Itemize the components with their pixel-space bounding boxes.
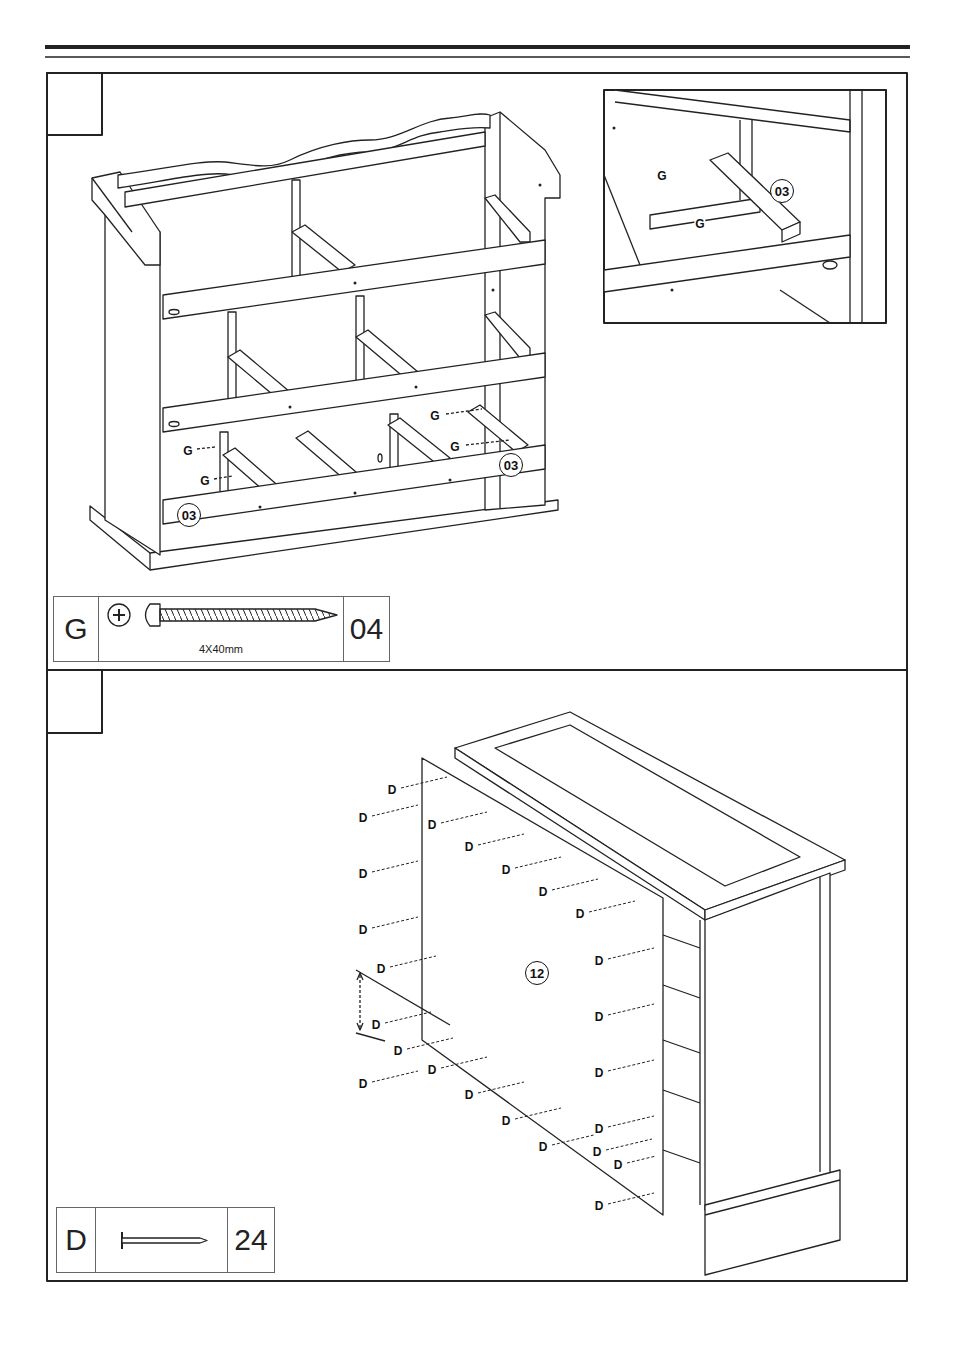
nail-icon xyxy=(122,1232,207,1249)
label-anchor: D xyxy=(613,1155,624,1173)
part-letter: D xyxy=(501,863,512,877)
detail-lines xyxy=(356,970,450,1041)
label-anchor: D xyxy=(358,920,369,938)
part-letter: D xyxy=(358,867,369,881)
hardware-code: G xyxy=(64,612,87,646)
part-letter: D xyxy=(594,1066,605,1080)
hardware-cell: D xyxy=(57,1208,95,1272)
part-letter: D xyxy=(427,1063,438,1077)
part-letter: D xyxy=(594,954,605,968)
label-anchor: D xyxy=(538,1137,549,1155)
label-anchor: D xyxy=(393,1041,404,1059)
hardware-code: 04 xyxy=(350,612,383,646)
screw-icon xyxy=(108,604,337,626)
label-anchor: D xyxy=(594,1196,605,1214)
label-anchor: D xyxy=(371,1015,382,1033)
label-anchor: D xyxy=(387,780,398,798)
label-anchor: D xyxy=(501,1111,512,1129)
hardware-box: D 24 xyxy=(56,1207,275,1273)
callout-text: 03 xyxy=(504,458,518,473)
label-anchor: G xyxy=(199,471,210,489)
part-letter: D xyxy=(594,1122,605,1136)
hardware-cell: 4X40mm xyxy=(98,597,344,661)
part-letter: D xyxy=(594,1199,605,1213)
label-anchor: G xyxy=(429,406,440,424)
label-anchor: D xyxy=(594,1007,605,1025)
hardware-cell: 04 xyxy=(344,597,389,661)
label-anchor: D xyxy=(575,904,586,922)
hardware-cell: 24 xyxy=(228,1208,274,1272)
label-anchor: D xyxy=(427,1060,438,1078)
part-letter: D xyxy=(613,1158,624,1172)
part-letter: D xyxy=(501,1114,512,1128)
part-letter: D xyxy=(358,923,369,937)
hardware-cell xyxy=(95,1208,228,1272)
callout-number: 03 xyxy=(770,179,794,203)
part-letter: G xyxy=(429,409,440,423)
hardware-cell: G xyxy=(54,597,98,661)
part-letter: D xyxy=(594,1010,605,1024)
label-anchor: D xyxy=(464,837,475,855)
part-letter: D xyxy=(464,1088,475,1102)
label-anchor: D xyxy=(594,951,605,969)
callout-number: 03 xyxy=(499,453,523,477)
label-anchor: D xyxy=(358,808,369,826)
hardware-code: D xyxy=(65,1223,87,1257)
hardware-code: 24 xyxy=(234,1223,267,1257)
label-anchor: D xyxy=(501,860,512,878)
callout-number: 12 xyxy=(525,961,549,985)
callout-number: 03 xyxy=(177,503,201,527)
step-number-box xyxy=(47,73,102,135)
callout-text: 12 xyxy=(530,966,544,981)
part-letter: D xyxy=(376,962,387,976)
cabinet-with-back xyxy=(422,712,845,1275)
label-anchor: D xyxy=(538,882,549,900)
part-letter: D xyxy=(358,811,369,825)
label-anchor: G xyxy=(449,437,460,455)
label-anchor: D xyxy=(594,1119,605,1137)
part-letter: G xyxy=(449,440,460,454)
nail-path xyxy=(372,777,656,1204)
hardware-size: 4X40mm xyxy=(199,643,243,655)
part-letter: D xyxy=(592,1145,603,1159)
hardware-box: G 4X40mm 04 xyxy=(53,596,390,662)
label-anchor: D xyxy=(376,959,387,977)
cabinet-frame xyxy=(90,112,560,570)
rail-dots xyxy=(259,184,542,509)
part-letter: D xyxy=(538,1140,549,1154)
label-anchor: D xyxy=(594,1063,605,1081)
label-anchor: D xyxy=(358,864,369,882)
header-rule xyxy=(45,56,910,58)
part-letter: D xyxy=(538,885,549,899)
label-anchor: G xyxy=(656,166,667,184)
part-letter: G xyxy=(199,474,210,488)
part-letter: D xyxy=(371,1018,382,1032)
label-anchor: G xyxy=(694,214,705,232)
part-letter: D xyxy=(387,783,398,797)
part-letter: D xyxy=(427,818,438,832)
label-anchor: D xyxy=(464,1085,475,1103)
step-panel xyxy=(47,670,907,1281)
part-letter: G xyxy=(656,169,667,183)
label-anchor: D xyxy=(592,1142,603,1160)
detail-inset xyxy=(604,90,886,323)
part-letter: D xyxy=(575,907,586,921)
part-letter: D xyxy=(464,840,475,854)
part-letter: D xyxy=(393,1044,404,1058)
header-rule xyxy=(45,45,910,49)
step-number-box xyxy=(47,670,102,733)
part-letter: G xyxy=(182,444,193,458)
part-letter: D xyxy=(358,1077,369,1091)
label-anchor: D xyxy=(427,815,438,833)
step-panel xyxy=(47,73,907,670)
callout-text: 03 xyxy=(182,508,196,523)
part-letter: G xyxy=(694,217,705,231)
label-anchor: D xyxy=(358,1074,369,1092)
label-anchor: G xyxy=(182,441,193,459)
callout-text: 03 xyxy=(775,184,789,199)
